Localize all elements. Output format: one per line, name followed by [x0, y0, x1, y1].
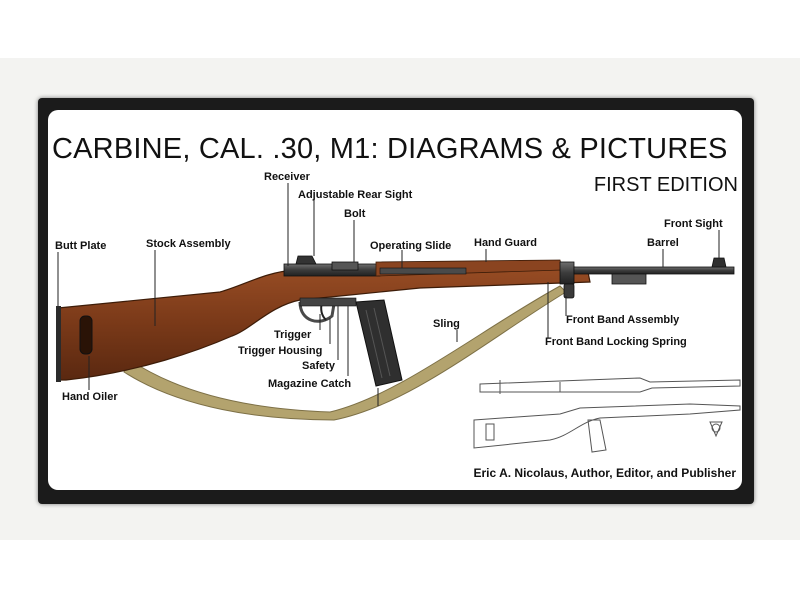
label-sling: Sling: [433, 318, 460, 330]
front-sight: [711, 257, 727, 268]
label-front-sight: Front Sight: [664, 218, 723, 230]
label-bolt: Bolt: [344, 208, 366, 220]
label-barrel: Barrel: [647, 237, 679, 249]
label-hand-oiler: Hand Oiler: [62, 391, 118, 403]
gas-cylinder: [611, 273, 647, 285]
label-front-band-assembly: Front Band Assembly: [566, 314, 680, 326]
author-credit: Eric A. Nicolaus, Author, Editor, and Pu…: [473, 466, 737, 480]
label-receiver: Receiver: [264, 171, 310, 183]
stock-assembly: [57, 261, 591, 381]
rear-sight: [295, 255, 317, 265]
bolt: [331, 261, 359, 271]
label-front-band-locking-spring: Front Band Locking Spring: [545, 336, 687, 348]
front-band-swivel: [563, 283, 575, 299]
label-operating-slide: Operating Slide: [370, 240, 452, 252]
operating-slide: [379, 267, 467, 275]
label-trigger-housing: Trigger Housing: [238, 345, 323, 357]
leader-lines: [57, 183, 720, 406]
page-title: CARBINE, CAL. .30, M1: DIAGRAMS & PICTUR…: [52, 133, 728, 165]
edition-subtitle: FIRST EDITION: [593, 174, 738, 196]
front-band: [559, 261, 575, 285]
barrel: [573, 266, 735, 275]
butt-plate: [56, 306, 61, 382]
label-safety: Safety: [302, 360, 336, 372]
label-butt-plate: Butt Plate: [55, 240, 107, 252]
magazine: [355, 299, 403, 387]
label-rear-sight: Adjustable Rear Sight: [298, 189, 413, 201]
label-stock-assembly: Stock Assembly: [146, 238, 231, 250]
trigger-housing: [299, 297, 357, 307]
label-hand-guard: Hand Guard: [474, 237, 537, 249]
label-magazine-catch: Magazine Catch: [268, 378, 352, 390]
trigger-guard: [298, 301, 336, 323]
hand-oiler-slot: [79, 315, 93, 355]
label-trigger: Trigger: [274, 329, 312, 341]
technical-drawings: [473, 377, 741, 453]
